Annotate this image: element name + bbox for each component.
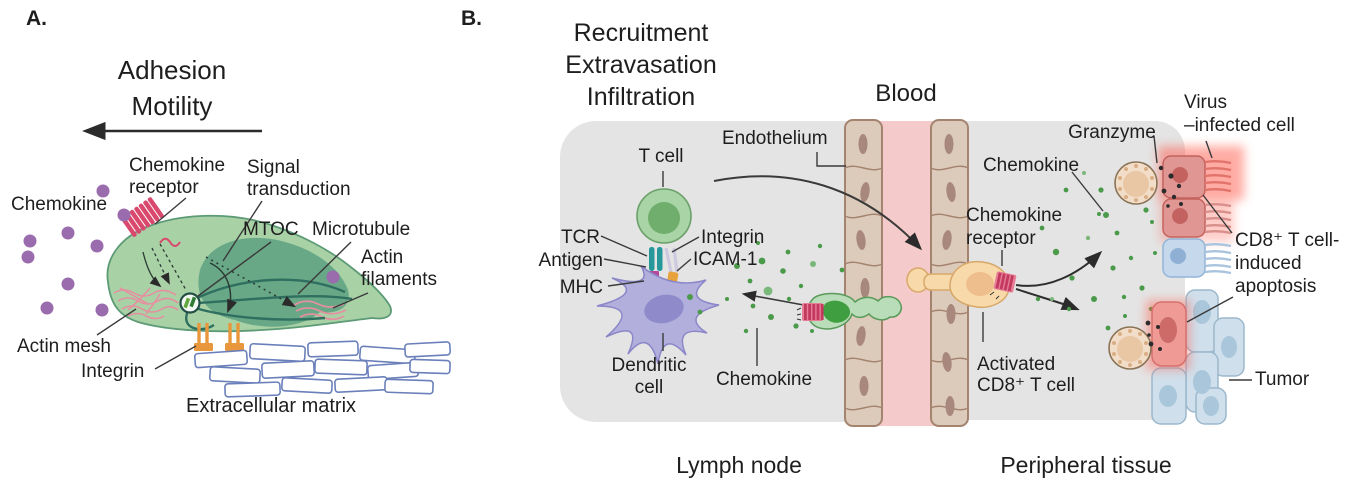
granzyme-dots-upper (1158, 165, 1183, 208)
connector-lines-a (96, 197, 369, 370)
healthy-epithelial-cell (1162, 238, 1232, 278)
integrin-strand (672, 247, 679, 273)
title-line: Infiltration (586, 83, 696, 111)
chemokine-receptor-on-cd8 (993, 271, 1017, 293)
label-endothelium: Endothelium (722, 128, 828, 149)
virus-infected-cells (1158, 146, 1244, 242)
icam1-molecule (667, 271, 679, 282)
label-chemokine-lymph: Chemokine (715, 369, 813, 390)
endothelial-nuclei (942, 134, 956, 416)
label-mtoc: MTOC (243, 219, 299, 240)
tcr-chain (649, 247, 655, 271)
label-actin-filaments: Actin filaments (361, 247, 438, 290)
label-antigen: Antigen (538, 250, 603, 271)
cd8-migration-arrow-down (1015, 288, 1080, 311)
endothelial-nuclei (856, 134, 870, 396)
apoptotic-nucleus (1159, 317, 1177, 343)
label-microtubule: Microtubule (312, 219, 411, 240)
granzyme-dots-lower (1145, 320, 1162, 351)
chemokine-dots-lymph (687, 241, 845, 334)
label-chemokine-receptor-b: Chemokine receptor (966, 205, 1063, 249)
dendritic-cell (596, 265, 720, 365)
label-integrin-b: Integrin (701, 227, 765, 248)
receptor-tail (159, 237, 181, 247)
extravasation-arrow (713, 175, 923, 251)
infected-cell-2 (1162, 198, 1232, 238)
t-cell (636, 188, 692, 244)
cd8-migration-arrow-up (1015, 250, 1103, 287)
tcr-chain (657, 247, 663, 271)
label-icam1: ICAM-1 (693, 249, 758, 270)
panel-b-tag: B. (461, 7, 482, 30)
title-line: Recruitment (573, 19, 709, 47)
label-granzyme: Granzyme (1068, 122, 1156, 143)
title-line: Adhesion (117, 55, 227, 85)
extracellular-matrix (193, 340, 451, 398)
label-peripheral-tissue: Peripheral tissue (1000, 452, 1172, 478)
label-blood: Blood (875, 80, 937, 107)
tumor-cells (1151, 289, 1245, 425)
dendritic-nucleus (644, 294, 684, 324)
migrating-t-cell (796, 292, 902, 330)
tumor-nuclei (1159, 300, 1237, 416)
signal-transduction-arrows (142, 243, 296, 314)
migrating-nucleus (822, 300, 851, 323)
adhesion-motility-title: Adhesion Motility (118, 52, 226, 124)
label-dendritic-cell: Dendritic cell (611, 355, 687, 398)
panel-a-tag: A. (26, 7, 47, 30)
label-chemokine-receptor-a: Chemokine receptor (129, 155, 226, 198)
label-virus-infected: Virus –infected cell (1184, 92, 1295, 136)
label-cd8-apoptosis: CD8⁺ T cell- induced apoptosis (1235, 230, 1340, 297)
title-line: Extravasation (565, 51, 717, 79)
connector-lines-b (600, 135, 1252, 381)
cd8-t-cell-lower (1108, 326, 1152, 370)
label-tcr: TCR (560, 227, 600, 248)
mtoc (179, 292, 201, 314)
lymph-node-region (560, 121, 878, 422)
chemokine-receptor-on-cell (796, 303, 824, 321)
endothelium-left-wall (844, 119, 883, 427)
infected-cell-1 (1162, 155, 1232, 199)
cd8-inner (966, 272, 994, 296)
title-line: Motility (131, 91, 213, 121)
endothelium-right-wall (930, 119, 969, 427)
label-chemokine-tissue: Chemokine (982, 155, 1080, 176)
granule-rim (1112, 329, 1148, 367)
label-activated-cd8: Activated CD8⁺ T cell (977, 354, 1076, 396)
recruitment-title: Recruitment Extravasation Infiltration (565, 17, 716, 113)
label-integrin-a: Integrin (81, 361, 145, 382)
microtubules (185, 278, 353, 331)
label-mhc: MHC (559, 277, 603, 298)
apoptotic-tumor-cell (1146, 300, 1190, 370)
activated-cd8-t-cell (906, 260, 1017, 309)
label-signal-transduction: Signal transduction (247, 157, 351, 200)
actin-mesh (113, 287, 179, 320)
chemokine-dots-a (21, 184, 340, 317)
label-lymph-node: Lymph node (676, 452, 802, 478)
bound-chemokine (117, 208, 131, 222)
label-t-cell: T cell (638, 146, 684, 167)
granule-rim (1118, 164, 1154, 202)
integrins-a (194, 323, 244, 351)
label-tumor: Tumor (1255, 369, 1310, 390)
label-actin-mesh: Actin mesh (17, 336, 111, 357)
cd8-t-cell-upper (1114, 161, 1158, 205)
integrin-strand (664, 247, 673, 273)
label-extracellular-matrix: Extracellular matrix (186, 395, 357, 417)
label-chemokine-a: Chemokine (11, 194, 108, 215)
